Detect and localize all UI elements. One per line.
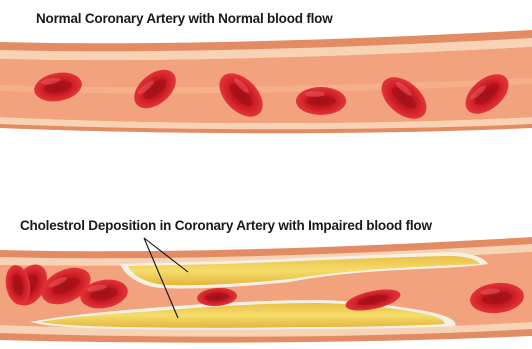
normal-artery [0, 30, 532, 133]
normal-artery-title: Normal Coronary Artery with Normal blood… [36, 11, 333, 26]
blocked-artery-title: Cholestrol Deposition in Coronary Artery… [20, 218, 432, 233]
blocked-artery [0, 237, 532, 343]
red-blood-cell [296, 87, 346, 115]
